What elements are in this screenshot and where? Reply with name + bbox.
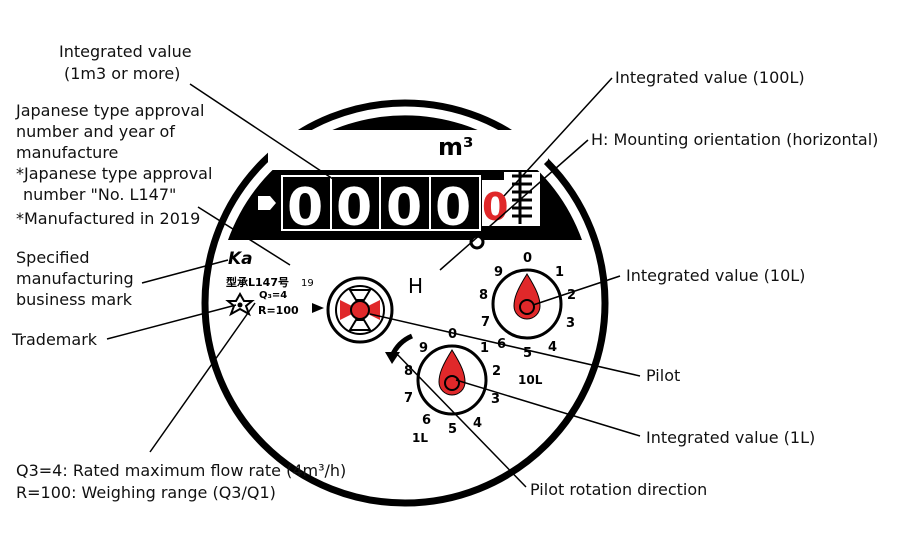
r-marking: R=100: [258, 304, 299, 317]
approval-year: 19: [301, 278, 314, 289]
dial1-0: 0: [448, 327, 457, 342]
label-approval-5: number "No. L147": [23, 185, 176, 204]
q3-marking: Q₃=4: [259, 290, 287, 301]
dial10-5: 5: [523, 346, 532, 361]
label-approval-3: manufacture: [16, 143, 118, 162]
label-r-desc: R=100: Weighing range (Q3/Q1): [16, 483, 276, 502]
label-integrated-1l: Integrated value (1L): [646, 428, 815, 447]
window-pointer-icon: [258, 196, 276, 210]
label-integrated-1m3-a: Integrated value: [59, 42, 192, 61]
label-approval-4: *Japanese type approval: [16, 164, 212, 183]
dial1-3: 3: [491, 392, 500, 407]
orientation-letter: H: [408, 274, 423, 298]
label-integrated-10l: Integrated value (10L): [626, 266, 805, 285]
dial1-5: 5: [448, 422, 457, 437]
label-pilot: Pilot: [646, 366, 680, 385]
label-pilot-rotation: Pilot rotation direction: [530, 480, 707, 499]
dial-1l-label: 1L: [412, 431, 428, 445]
pilot-wheel: [326, 276, 394, 344]
counter-digit-1: 0: [287, 178, 323, 238]
dial1-2: 2: [492, 364, 501, 379]
dial10-9: 9: [494, 265, 503, 280]
brand-mark: Ka: [228, 249, 253, 269]
dial-10l: [491, 268, 563, 340]
dial10-0: 0: [523, 251, 532, 266]
label-approval-6: *Manufactured in 2019: [16, 209, 200, 228]
dial10-8: 8: [479, 288, 488, 303]
dial10-2: 2: [567, 288, 576, 303]
label-business-2: manufacturing: [16, 269, 134, 288]
label-integrated-1m3-b: (1m3 or more): [64, 64, 180, 83]
dial-10l-label: 10L: [518, 373, 543, 387]
unit-label: m³: [438, 133, 474, 161]
label-q3-desc: Q3=4: Rated maximum flow rate (4m³/h): [16, 461, 346, 480]
dial1-9: 9: [419, 341, 428, 356]
dial10-4: 4: [548, 340, 557, 355]
label-approval-1: Japanese type approval: [15, 101, 204, 120]
dial1-4: 4: [473, 416, 482, 431]
dial1-8: 8: [404, 364, 413, 379]
label-mounting: H: Mounting orientation (horizontal): [591, 130, 878, 149]
pilot-pointer-icon: [312, 303, 324, 313]
dial10-7: 7: [481, 315, 490, 330]
label-business-1: Specified: [16, 248, 89, 267]
counter-digit-3: 0: [386, 178, 422, 238]
label-business-3: business mark: [16, 290, 133, 309]
dial1-1: 1: [480, 341, 489, 356]
trademark-star-icon: [225, 291, 255, 317]
label-integrated-100l: Integrated value (100L): [615, 68, 805, 87]
rotation-arrowhead-icon: [385, 352, 400, 364]
dial10-1: 1: [555, 265, 564, 280]
counter-digit-2: 0: [336, 178, 372, 238]
dial10-3: 3: [566, 316, 575, 331]
annotation-labels: Integrated value (1m3 or more) Japanese …: [11, 42, 878, 502]
dial1-6: 6: [422, 413, 431, 428]
label-trademark: Trademark: [11, 330, 98, 349]
dial1-7: 7: [404, 391, 413, 406]
approval-number: 型承L147号: [226, 275, 289, 289]
counter-digit-4: 0: [435, 178, 471, 238]
leader-lines: [106, 77, 641, 488]
dial-1l: [416, 344, 488, 416]
label-approval-2: number and year of: [16, 122, 175, 141]
